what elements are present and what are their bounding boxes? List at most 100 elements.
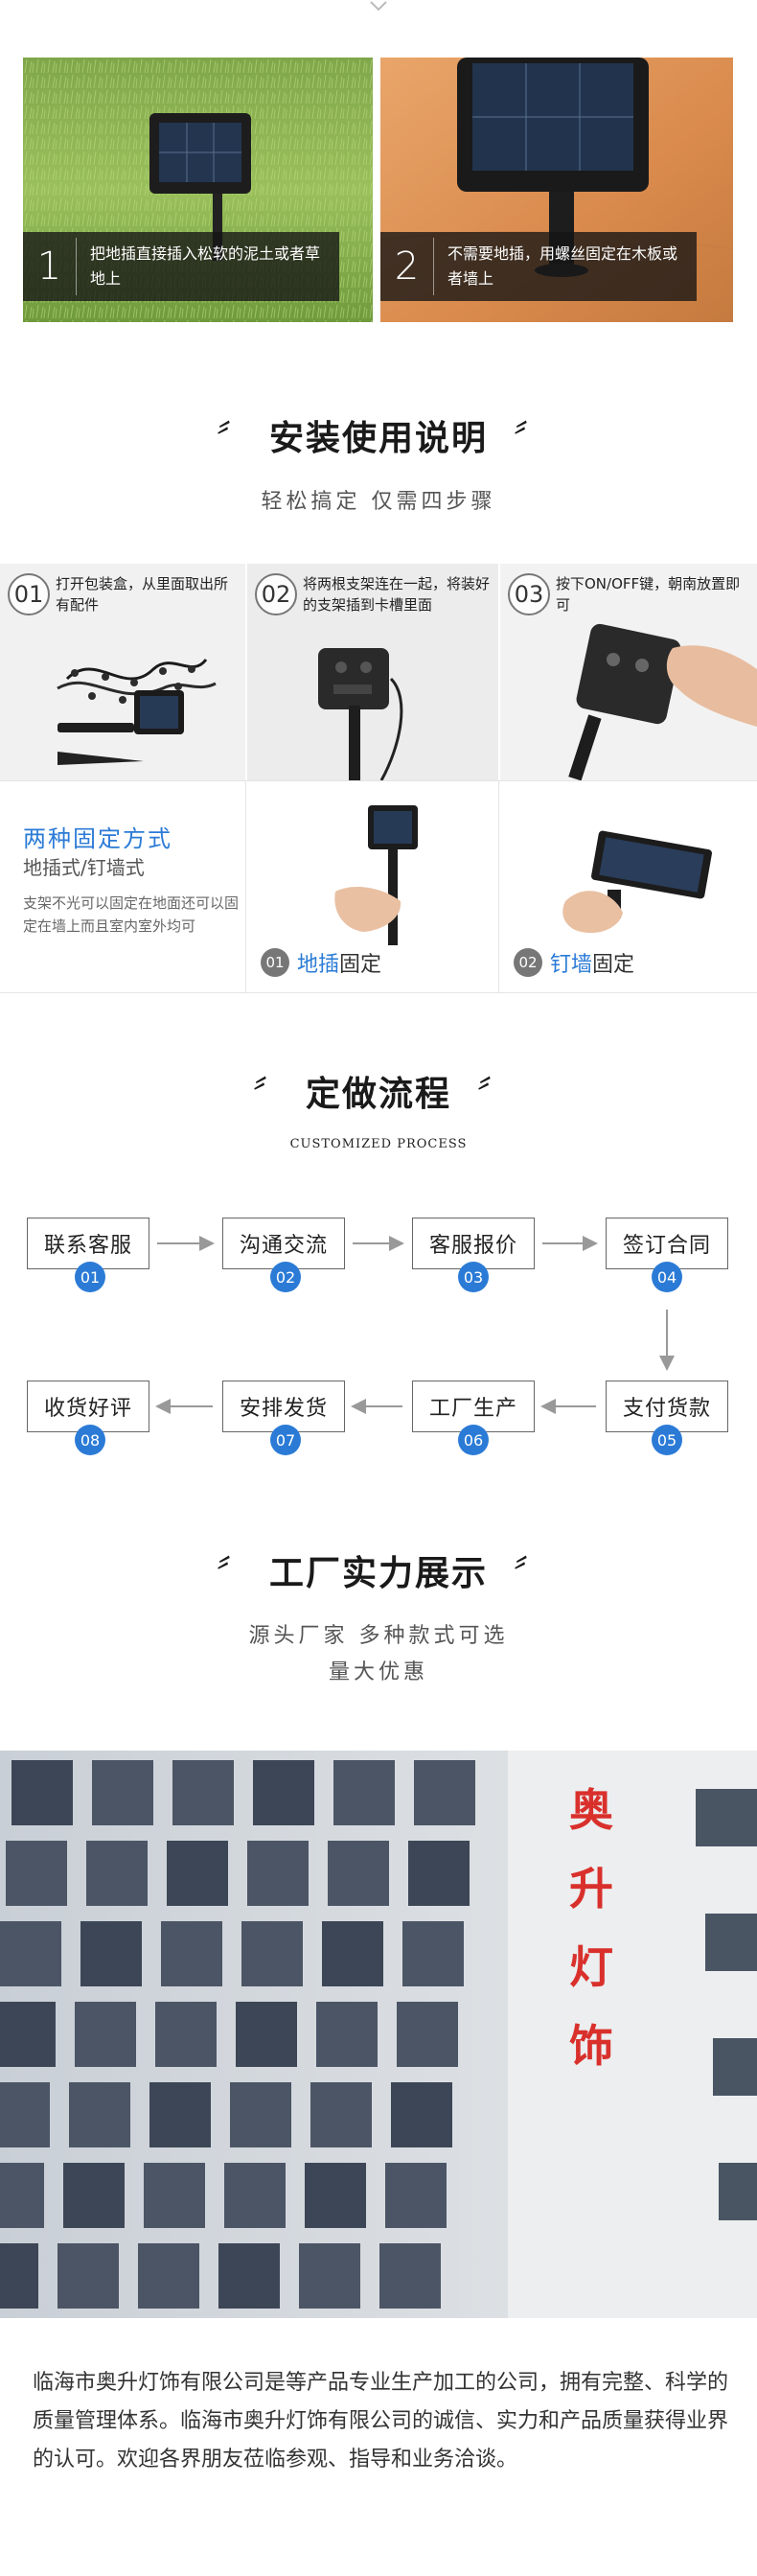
building-window <box>253 1760 314 1825</box>
building-window <box>379 2243 441 2309</box>
building-window <box>247 1841 309 1906</box>
process-step-3: 客服报价 <box>412 1218 535 1269</box>
building-window <box>322 1921 383 1986</box>
building-window <box>69 2082 130 2147</box>
process-number-3: 03 <box>458 1262 489 1292</box>
install-step-3: 03 按下ON/OFF键，朝南放置即可 <box>500 564 757 780</box>
process-number-8: 08 <box>75 1425 105 1455</box>
fixing-option-ground: 01 地插固定 <box>261 947 381 978</box>
step-number-badge: 03 <box>508 573 550 615</box>
process-step-6: 工厂生产 <box>412 1381 535 1432</box>
building-window <box>172 1760 234 1825</box>
building-window <box>241 1921 303 1986</box>
factory-building-photo <box>0 1751 757 2318</box>
building-window <box>310 2082 372 2147</box>
fixing-option-wall: 02 钉墙固定 <box>514 947 634 978</box>
step-number-badge: 02 <box>255 573 297 615</box>
process-section-title: 〞定做流程〞 <box>247 1075 510 1114</box>
step-caption-1: 1 把地插直接插入松软的泥土或者草地上 <box>23 232 339 301</box>
building-window <box>0 1921 61 1986</box>
building-window <box>63 2163 125 2228</box>
building-window <box>11 1760 73 1825</box>
option-number: 02 <box>514 948 542 977</box>
fixing-description: 支架不光可以固定在地面还可以固定在墙上而且室内室外均可 <box>23 894 240 935</box>
step-number-badge: 01 <box>8 573 50 615</box>
building-window <box>218 2243 280 2309</box>
process-step-2: 沟通交流 <box>222 1218 345 1269</box>
process-step-5: 支付货款 <box>606 1381 728 1432</box>
process-number-2: 02 <box>270 1262 301 1292</box>
option-highlight: 钉墙 <box>550 953 593 977</box>
fixing-title: 两种固定方式 <box>23 825 172 852</box>
building-window <box>402 1921 464 1986</box>
building-window <box>6 1841 67 1906</box>
wall-mount-photo <box>562 830 712 934</box>
step-text: 将两根支架连在一起，将装好的支架插到卡槽里面 <box>303 575 491 614</box>
building-window <box>391 2082 452 2147</box>
building-window <box>316 2002 378 2067</box>
process-number-4: 04 <box>652 1262 682 1292</box>
process-number-5: 05 <box>652 1425 682 1455</box>
step-text: 把地插直接插入松软的泥土或者草地上 <box>90 244 321 288</box>
building-window <box>155 2002 217 2067</box>
install-step-2: 02 将两根支架连在一起，将装好的支架插到卡槽里面 <box>247 564 498 780</box>
building-window <box>138 2243 199 2309</box>
building-window <box>0 2082 50 2147</box>
building-window <box>80 1921 142 1986</box>
sign-char: 灯 <box>569 1941 613 1993</box>
building-window <box>397 2002 458 2067</box>
step-photo-ground: 1 把地插直接插入松软的泥土或者草地上 <box>23 58 373 322</box>
process-subtitle: CUSTOMIZED PROCESS <box>289 1137 468 1151</box>
factory-section-title: 〞工厂实力展示〞 <box>211 1554 546 1593</box>
fixing-subtitle: 地插式/钉墙式 <box>23 856 145 879</box>
step-number: 2 <box>380 238 434 295</box>
install-section-subtitle: 轻松搞定 仅需四步骤 <box>261 490 496 514</box>
building-window <box>75 2002 136 2067</box>
process-number-6: 06 <box>458 1425 489 1455</box>
option-highlight: 地插 <box>297 953 340 977</box>
chevron-down-icon <box>370 1 387 12</box>
building-window <box>57 2243 119 2309</box>
company-description: 临海市奥升灯饰有限公司是等产品专业生产加工的公司，拥有完整、科学的质量管理体系。… <box>33 2371 729 2472</box>
building-window <box>0 2163 44 2228</box>
building-window <box>86 1841 148 1906</box>
building-window <box>299 2243 360 2309</box>
divider <box>498 780 499 993</box>
factory-photo: 奥 升 灯 饰 <box>0 1751 757 2318</box>
install-step-1: 01 打开包装盒，从里面取出所有配件 <box>0 564 245 780</box>
step-text: 按下ON/OFF键，朝南放置即可 <box>556 575 741 614</box>
install-section-title: 〞安装使用说明〞 <box>211 419 546 458</box>
building-window <box>328 1841 389 1906</box>
building-window <box>144 2163 205 2228</box>
sign-char: 饰 <box>569 2020 613 2072</box>
step-caption-2: 2 不需要地插，用螺丝固定在木板或者墙上 <box>380 232 697 301</box>
factory-subtitle-1: 源头厂家 多种款式可选 <box>248 1624 509 1648</box>
building-window <box>236 2002 297 2067</box>
fixing-panel <box>0 780 757 993</box>
building-window <box>92 1760 153 1825</box>
process-number-1: 01 <box>75 1262 105 1292</box>
factory-subtitle-2: 量大优惠 <box>328 1660 428 1684</box>
option-suffix: 固定 <box>339 953 382 977</box>
building-window <box>0 2243 38 2309</box>
company-sign: 奥 升 灯 饰 <box>569 1775 627 2090</box>
sign-char: 奥 <box>569 1784 613 1836</box>
building-window <box>230 2082 291 2147</box>
building-window <box>149 2082 211 2147</box>
step-text: 不需要地插，用螺丝固定在木板或者墙上 <box>447 244 678 288</box>
building-window <box>333 1760 395 1825</box>
step-photo-wall: 2 不需要地插，用螺丝固定在木板或者墙上 <box>380 58 733 322</box>
ground-stake-photo <box>334 805 418 945</box>
building-window <box>408 1841 470 1906</box>
divider <box>245 780 246 993</box>
process-number-7: 07 <box>270 1425 301 1455</box>
building-window <box>385 2163 447 2228</box>
building-window <box>224 2163 286 2228</box>
option-number: 01 <box>261 948 289 977</box>
building-window <box>167 1841 228 1906</box>
building-window <box>0 2002 56 2067</box>
process-step-8: 收货好评 <box>27 1381 149 1432</box>
process-arrows <box>155 1236 675 1414</box>
step-text: 打开包装盒，从里面取出所有配件 <box>56 575 229 614</box>
building-window <box>305 2163 366 2228</box>
